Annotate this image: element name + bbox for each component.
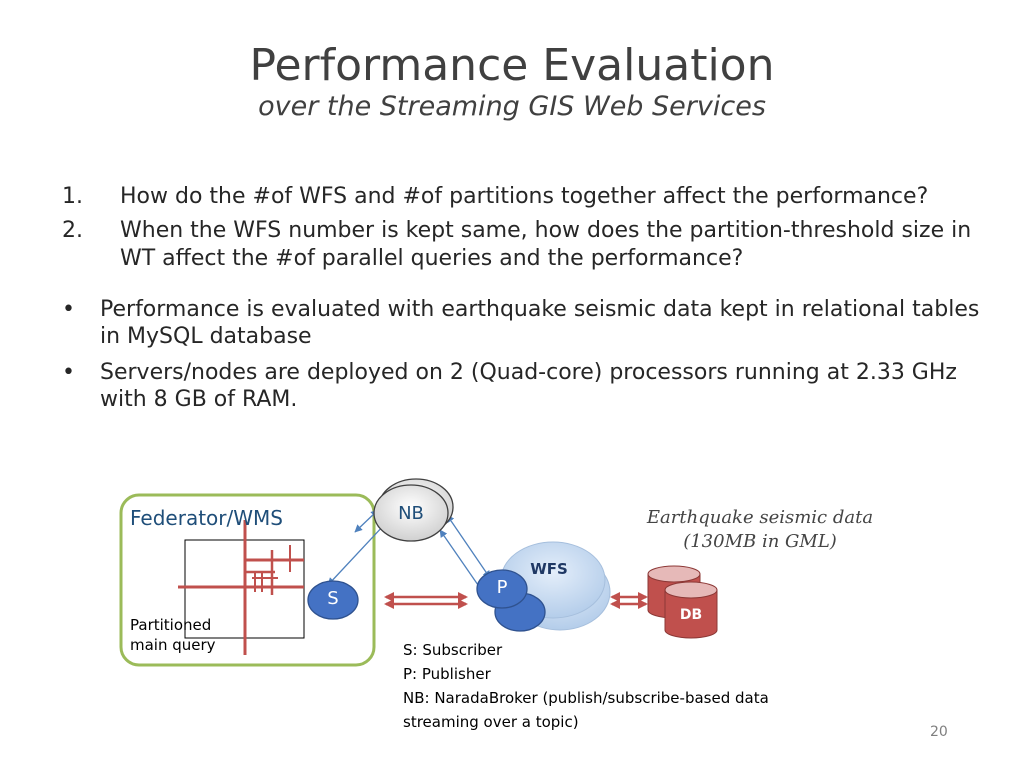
data-label-text: Earthquake seismic data (130MB in GML) [646,507,874,552]
question-item: 1. How do the #of WFS and #of partitions… [62,183,982,211]
legend-line: streaming over a topic) [403,713,579,731]
arrow-s-nb [327,523,386,586]
arrow-nb-p [446,514,491,579]
slide-subtitle: over the Streaming GIS Web Services [258,91,766,122]
legend-line: S: Subscriber [403,641,503,659]
question-list: 1. How do the #of WFS and #of partitions… [62,183,982,279]
question-number: 1. [62,184,83,209]
s-node [307,580,359,620]
p-node [476,569,528,609]
bullet-dot: • [62,360,75,385]
legend-line: P: Publisher [403,665,491,683]
question-text: When the WFS number is kept same, how do… [120,218,972,271]
nb-node [373,484,449,542]
legend-line: NB: NaradaBroker (publish/subscribe-base… [403,689,769,707]
page-number: 20 [930,724,948,740]
wfs-label: WFS [530,560,568,578]
question-number: 2. [62,218,83,243]
partition-grid [178,520,305,655]
title-block: Performance Evaluation over the Streamin… [0,40,1024,124]
legend: S: Subscriber P: Publisher NB: NaradaBro… [403,638,769,734]
question-text: How do the #of WFS and #of partitions to… [120,184,929,209]
s-label: S [327,588,339,609]
red-arrow-s-p [384,592,468,609]
bullet-dot: • [62,297,75,322]
partition-label-text: Partitioned main query [130,616,216,654]
db-label: DB [679,607,703,623]
red-arrow-wfs-db [610,592,648,609]
bullet-list: • Performance is evaluated with earthqua… [62,296,982,422]
data-label: Earthquake seismic data (130MB in GML) [610,506,910,554]
p-label: P [496,577,508,598]
db-cylinder [664,581,718,639]
bullet-item: • Performance is evaluated with earthqua… [62,296,982,350]
nb-label: NB [398,503,424,524]
slide-title: Performance Evaluation [249,40,775,91]
bullet-text: Servers/nodes are deployed on 2 (Quad-co… [100,360,957,412]
partition-label: Partitioned main query [130,615,216,655]
bullet-item: • Servers/nodes are deployed on 2 (Quad-… [62,359,982,413]
question-item: 2. When the WFS number is kept same, how… [62,217,982,273]
bullet-text: Performance is evaluated with earthquake… [100,297,980,349]
federator-label: Federator/WMS [130,506,283,530]
